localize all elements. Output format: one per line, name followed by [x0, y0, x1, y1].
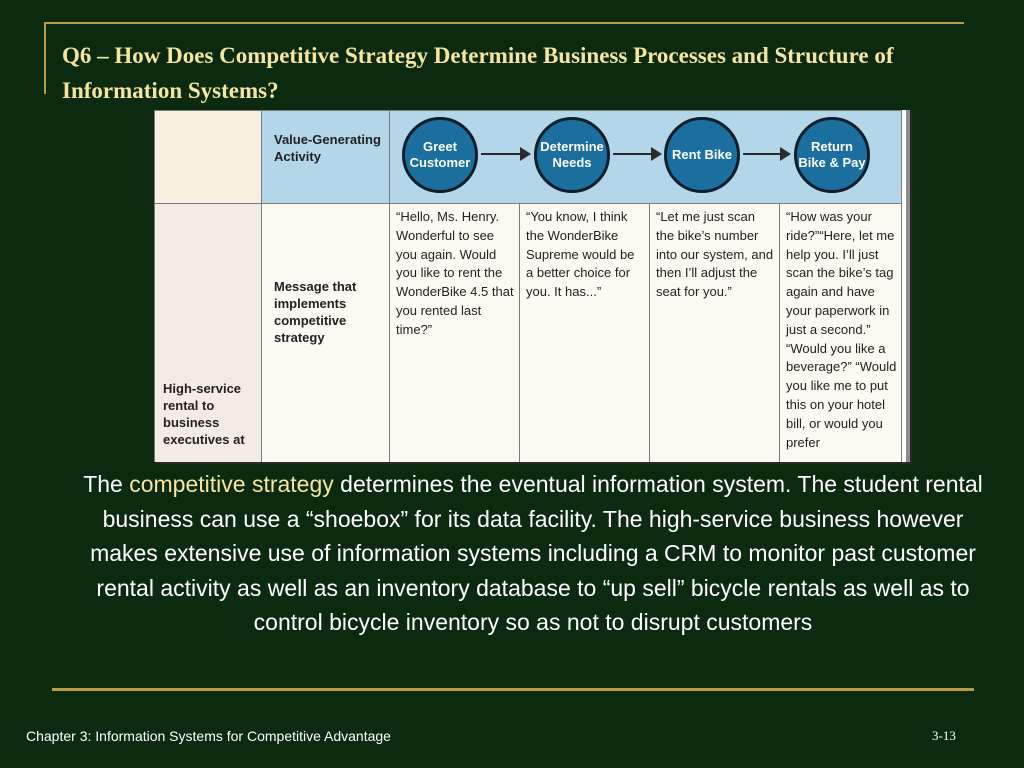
quote-rent: “Let me just scan the bike’s number into… [656, 209, 774, 300]
activity-label-cell: Value-Generating Activity [261, 110, 390, 204]
caption-lead: The [83, 471, 130, 497]
page-number: 3-13 [932, 728, 956, 743]
footer-chapter: Chapter 3: Information Systems for Compe… [26, 728, 391, 744]
top-rule [44, 22, 964, 24]
bottom-rule [52, 688, 974, 691]
quote-cell-2: “You know, I think the WonderBike Suprem… [519, 203, 650, 462]
step-rent-bike: Rent Bike [664, 117, 740, 193]
row-label: High-service rental to business executiv… [163, 381, 245, 447]
message-row: High-service rental to business executiv… [154, 203, 902, 462]
step-return-bike-pay: Return Bike & Pay [794, 117, 870, 193]
step-greet-customer: Greet Customer [402, 117, 478, 193]
figure-edge [906, 110, 910, 462]
caption-highlight: competitive strategy [129, 471, 334, 497]
quote-cell-1: “Hello, Ms. Henry. Wonderful to see you … [389, 203, 520, 462]
step-determine-needs: Determine Needs [534, 117, 610, 193]
value-chain-figure: Value-Generating Activity Greet Customer… [154, 110, 910, 462]
quote-cell-4: “How was your ride?”“Here, let me help y… [779, 203, 902, 462]
process-flow-cell: Greet Customer Determine Needs Rent Bike… [389, 110, 902, 204]
activity-label: Value-Generating Activity [274, 132, 381, 164]
activity-row: Value-Generating Activity Greet Customer… [154, 110, 902, 204]
strategy-table: Value-Generating Activity Greet Customer… [154, 110, 902, 462]
flow-arrow-1 [481, 147, 531, 161]
caption-text: The competitive strategy determines the … [70, 467, 996, 640]
quote-cell-3: “Let me just scan the bike’s number into… [649, 203, 780, 462]
left-rule [44, 22, 46, 94]
quote-determine: “You know, I think the WonderBike Suprem… [526, 209, 635, 300]
message-label: Message that implements competitive stra… [274, 279, 357, 345]
corner-cell [154, 110, 262, 204]
process-flow: Greet Customer Determine Needs Rent Bike… [390, 111, 901, 203]
quote-return: “How was your ride?”“Here, let me help y… [786, 209, 897, 450]
quote-greet: “Hello, Ms. Henry. Wonderful to see you … [396, 209, 514, 337]
caption-rest: determines the eventual information syst… [90, 471, 983, 635]
slide-title: Q6 – How Does Competitive Strategy Deter… [62, 43, 894, 103]
row-label-cell: High-service rental to business executiv… [154, 203, 262, 462]
flow-arrow-2 [613, 147, 662, 161]
message-label-cell: Message that implements competitive stra… [261, 203, 390, 462]
flow-arrow-3 [743, 147, 791, 161]
